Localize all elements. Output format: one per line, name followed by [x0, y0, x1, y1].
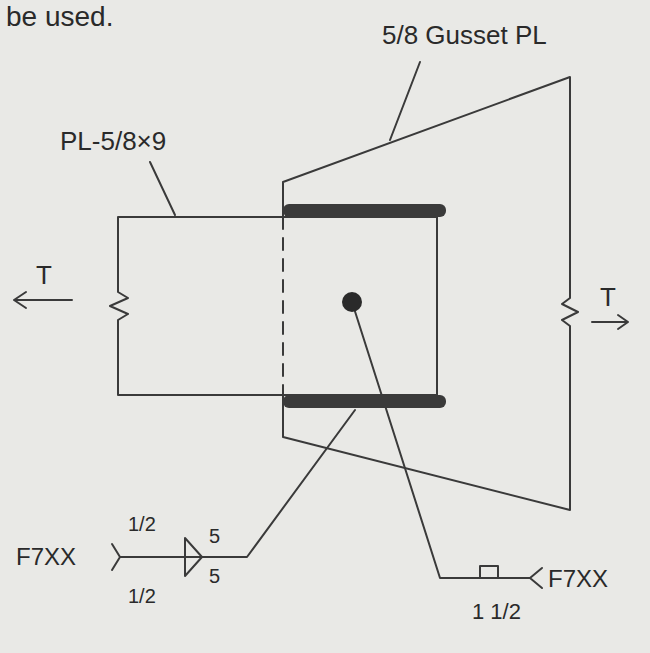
plate-lapped-part — [283, 217, 437, 395]
weld-process: F7XX — [546, 566, 610, 591]
reference-line — [120, 410, 355, 557]
plug-weld-symbol — [480, 566, 498, 578]
weld-size: 1/2 — [126, 514, 158, 535]
fillet-weld — [283, 395, 446, 408]
part-label: PL-5/8×9 — [58, 128, 168, 155]
weld-size: 1/2 — [126, 586, 158, 607]
force-arrow — [14, 292, 72, 308]
weld-length: 5 — [207, 566, 222, 587]
leader-line — [352, 302, 530, 578]
fillet-weld-symbol — [185, 538, 202, 557]
weld-size: 1 1/2 — [470, 600, 523, 623]
part-label: 5/8 Gusset PL — [380, 22, 549, 49]
weld-tail — [530, 568, 542, 588]
plate-outline — [110, 217, 283, 395]
hidden-edge — [282, 217, 284, 395]
weld-tail — [112, 544, 120, 570]
fillet-weld-symbol — [185, 557, 202, 576]
weld-length: 5 — [207, 526, 222, 547]
plug-weld — [342, 292, 362, 312]
force-arrow — [592, 315, 628, 329]
leader-line — [150, 162, 175, 215]
force-label: T — [598, 284, 618, 311]
gusset-outline — [283, 77, 578, 510]
leader-line — [390, 62, 420, 140]
force-label: T — [34, 262, 54, 289]
note-text: be used. — [4, 2, 115, 31]
weld-process: F7XX — [14, 544, 78, 569]
fillet-weld — [283, 204, 446, 217]
